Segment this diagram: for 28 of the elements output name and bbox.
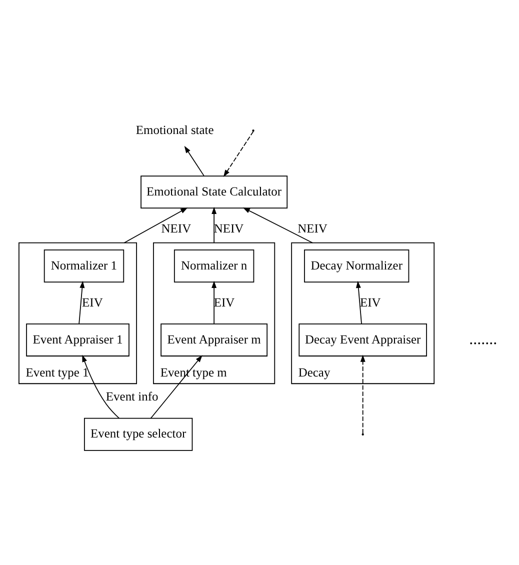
node-box: Event type selector xyxy=(84,418,193,451)
arrow xyxy=(184,146,204,176)
node-box: Decay Event Appraiser xyxy=(298,323,427,356)
edge-label: EIV xyxy=(82,295,103,310)
arrow xyxy=(82,354,120,419)
arrow xyxy=(242,208,314,244)
edge-label: NEIV xyxy=(214,221,244,236)
node-box: Normalizer n xyxy=(174,250,254,282)
node-text: Emotional state xyxy=(136,122,214,137)
edge-label: NEIV xyxy=(161,221,192,236)
edge-label: EIV xyxy=(360,295,381,310)
arrow xyxy=(223,131,254,177)
label: ....... xyxy=(469,330,498,348)
node-box: Decay Normalizer xyxy=(304,250,410,282)
arrow xyxy=(78,280,85,324)
node-box: Event Appraiser m xyxy=(160,323,268,356)
edge-label: Event info xyxy=(106,390,158,404)
arrow xyxy=(150,355,202,419)
arrow xyxy=(360,354,366,434)
edge-label: NEIV xyxy=(298,221,328,236)
arrow xyxy=(124,208,188,244)
arrow xyxy=(212,206,217,244)
edge-label: EIV xyxy=(214,295,235,310)
arrow xyxy=(212,280,217,324)
node-box: Emotional State Calculator xyxy=(140,176,288,209)
arrow xyxy=(356,280,362,324)
node-box: Normalizer 1 xyxy=(44,250,124,282)
node-box: Event Appraiser 1 xyxy=(26,323,130,356)
